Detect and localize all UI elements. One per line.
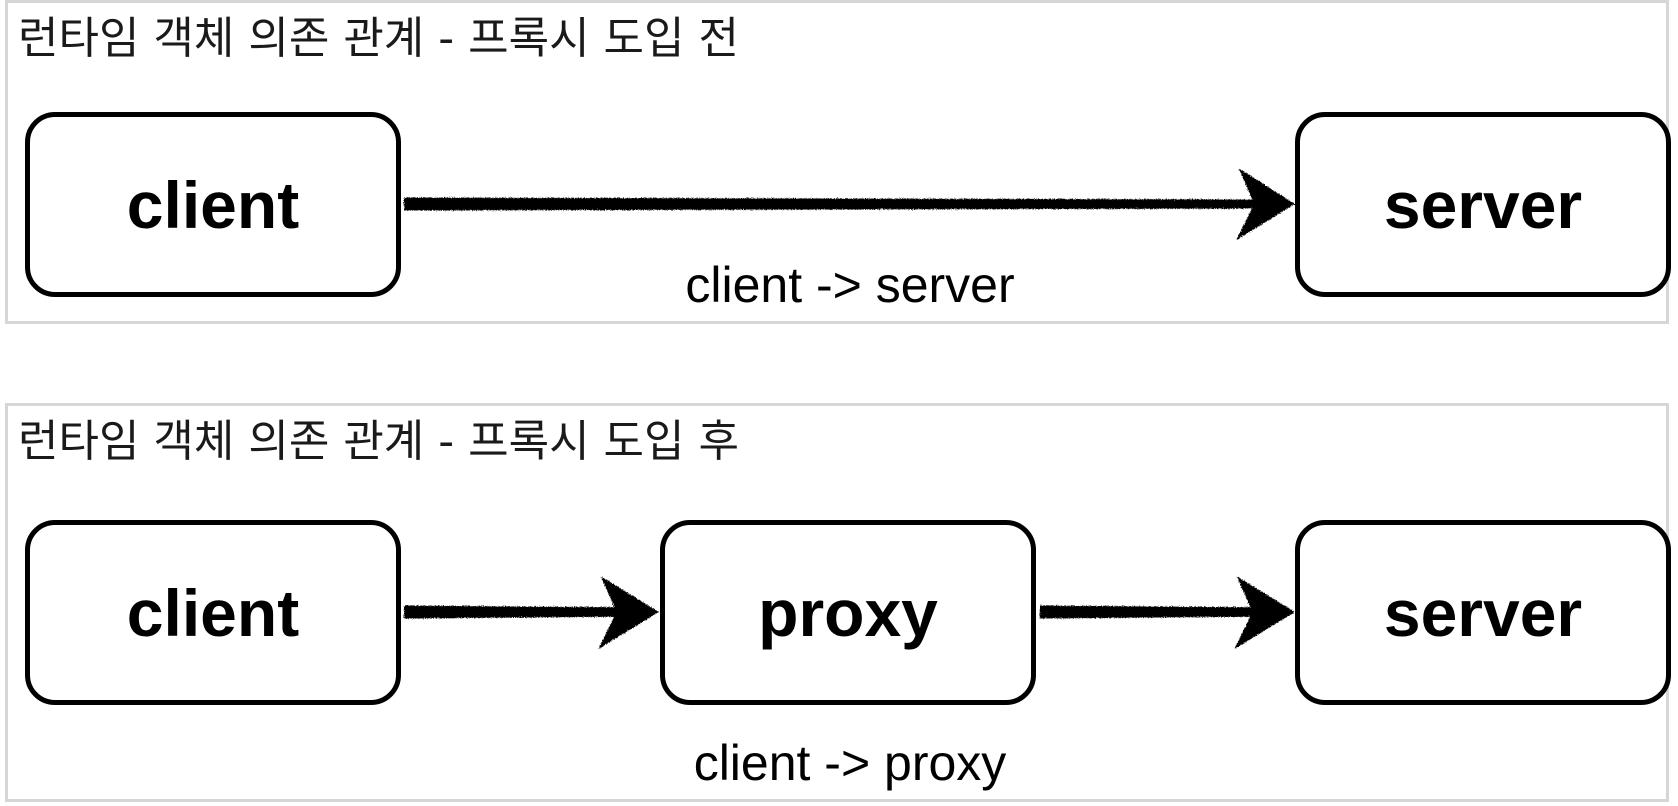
node-label: server: [1383, 575, 1583, 650]
node-label: client: [126, 575, 300, 650]
node-label: proxy: [758, 575, 938, 650]
server-node: server: [1295, 112, 1671, 297]
edge-label: client -> server: [685, 257, 1015, 313]
panel-title: 런타임 객체 의존 관계 - 프록시 도입 후: [18, 416, 739, 467]
edge-label: client -> proxy: [693, 735, 1007, 791]
client-node: client: [25, 520, 401, 705]
panel-title: 런타임 객체 의존 관계 - 프록시 도입 전: [18, 13, 739, 64]
client-node: client: [25, 112, 401, 297]
node-label: server: [1383, 167, 1583, 242]
node-label: client: [126, 167, 300, 242]
proxy-node: proxy: [660, 520, 1036, 705]
server-node: server: [1295, 520, 1671, 705]
